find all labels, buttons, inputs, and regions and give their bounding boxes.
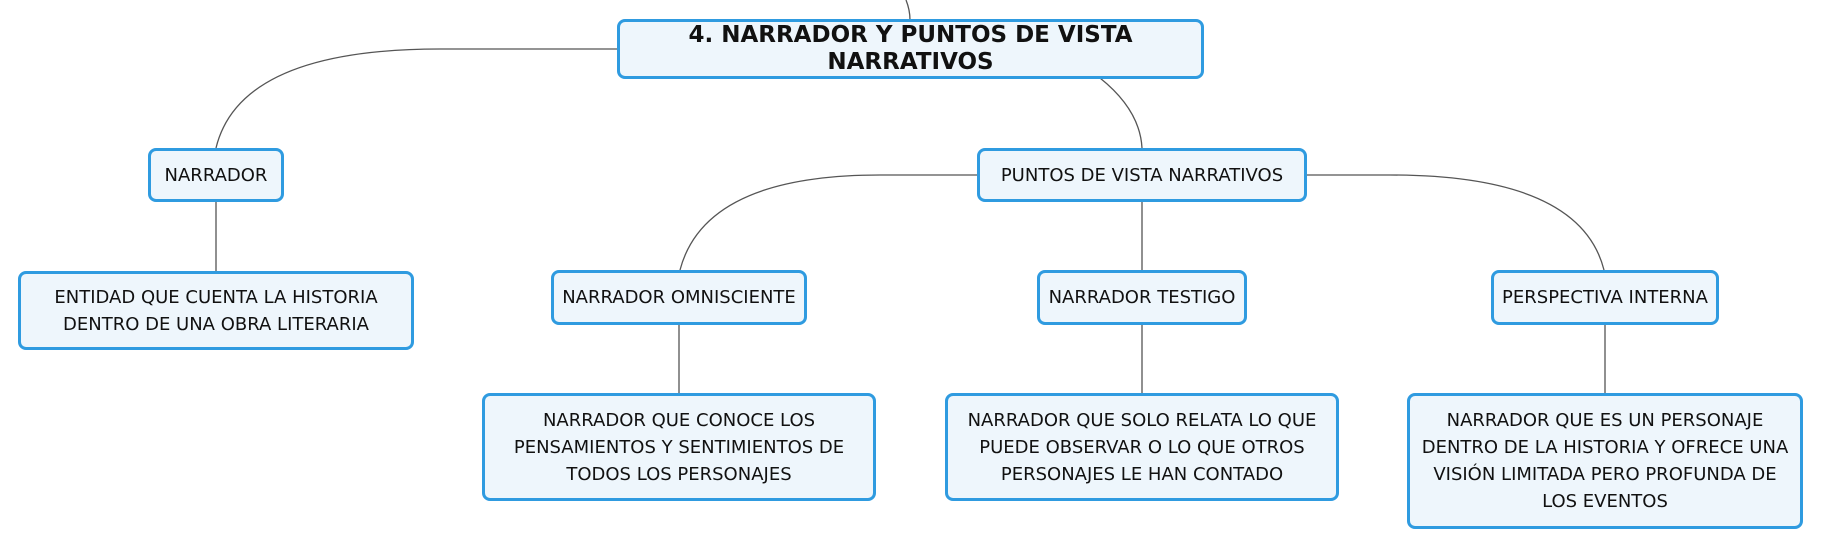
connector-root-narrador [215, 48, 620, 149]
root-node[interactable]: 4. NARRADOR Y PUNTOS DE VISTA NARRATIVOS [617, 19, 1204, 79]
omnisciente-node[interactable]: NARRADOR OMNISCIENTE [551, 270, 807, 325]
connector-puntos-interna [1305, 174, 1605, 271]
connector-parent-root [905, 0, 911, 21]
testigo-definition-node[interactable]: NARRADOR QUE SOLO RELATA LO QUE PUEDE OB… [945, 393, 1339, 501]
perspectiva-interna-definition-node[interactable]: NARRADOR QUE ES UN PERSONAJE DENTRO DE L… [1407, 393, 1803, 529]
perspectiva-interna-node[interactable]: PERSPECTIVA INTERNA [1491, 270, 1719, 325]
testigo-node[interactable]: NARRADOR TESTIGO [1037, 270, 1247, 325]
narrador-node[interactable]: NARRADOR [148, 148, 284, 202]
connector-root-puntos [1099, 77, 1143, 149]
connector-puntos-omnisciente [679, 174, 980, 271]
omnisciente-definition-node[interactable]: NARRADOR QUE CONOCE LOS PENSAMIENTOS Y S… [482, 393, 876, 501]
narrador-definition-node[interactable]: ENTIDAD QUE CUENTA LA HISTORIA DENTRO DE… [18, 271, 414, 350]
puntos-de-vista-node[interactable]: PUNTOS DE VISTA NARRATIVOS [977, 148, 1307, 202]
